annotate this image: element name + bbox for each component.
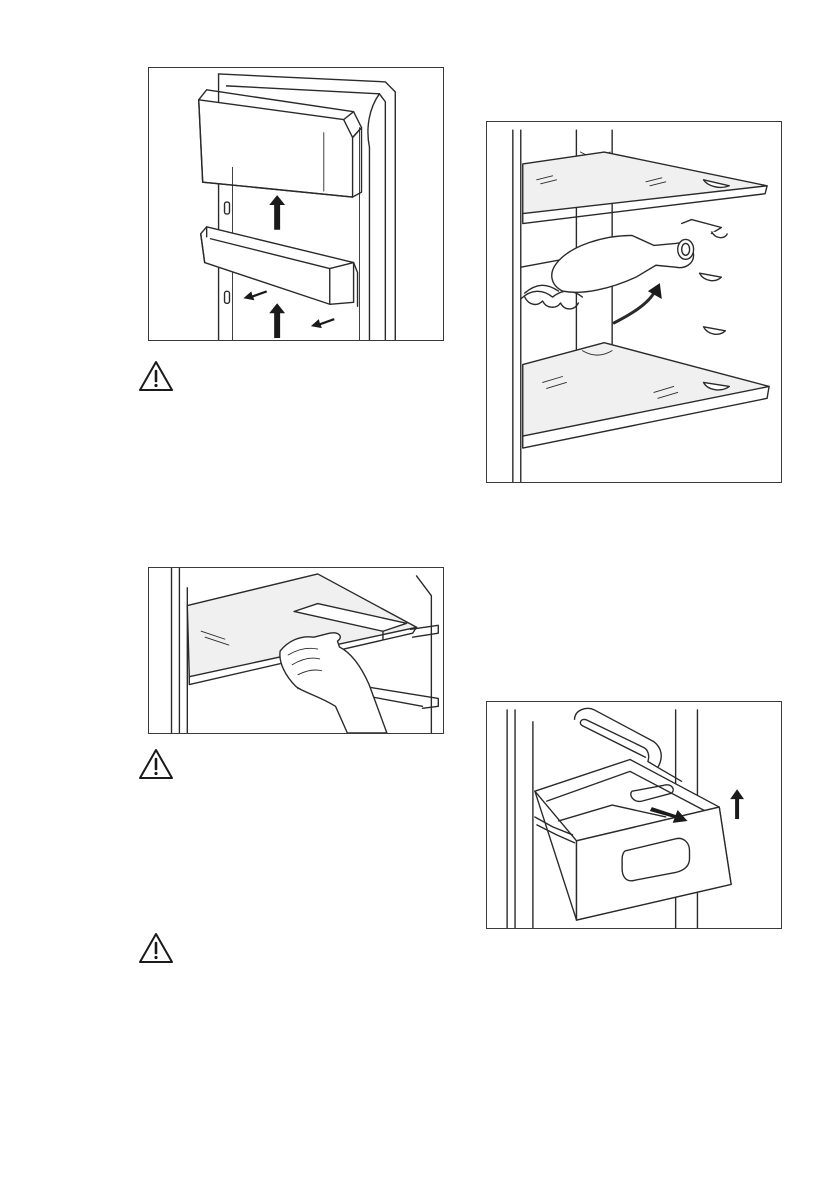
warning-triangle-icon xyxy=(138,360,174,392)
bottle-rack-figure xyxy=(486,121,782,483)
warning-triangle-icon xyxy=(138,932,174,964)
glass-shelf-figure xyxy=(148,567,444,734)
vegetable-drawer-figure xyxy=(486,701,782,929)
door-balcony-figure xyxy=(148,67,444,341)
bottle-rack-illustration xyxy=(487,122,781,482)
door-balcony-illustration xyxy=(149,68,443,340)
glass-shelf-removal-illustration xyxy=(149,568,443,733)
vegetable-drawer-illustration xyxy=(487,702,781,928)
warning-triangle-icon xyxy=(138,748,174,780)
